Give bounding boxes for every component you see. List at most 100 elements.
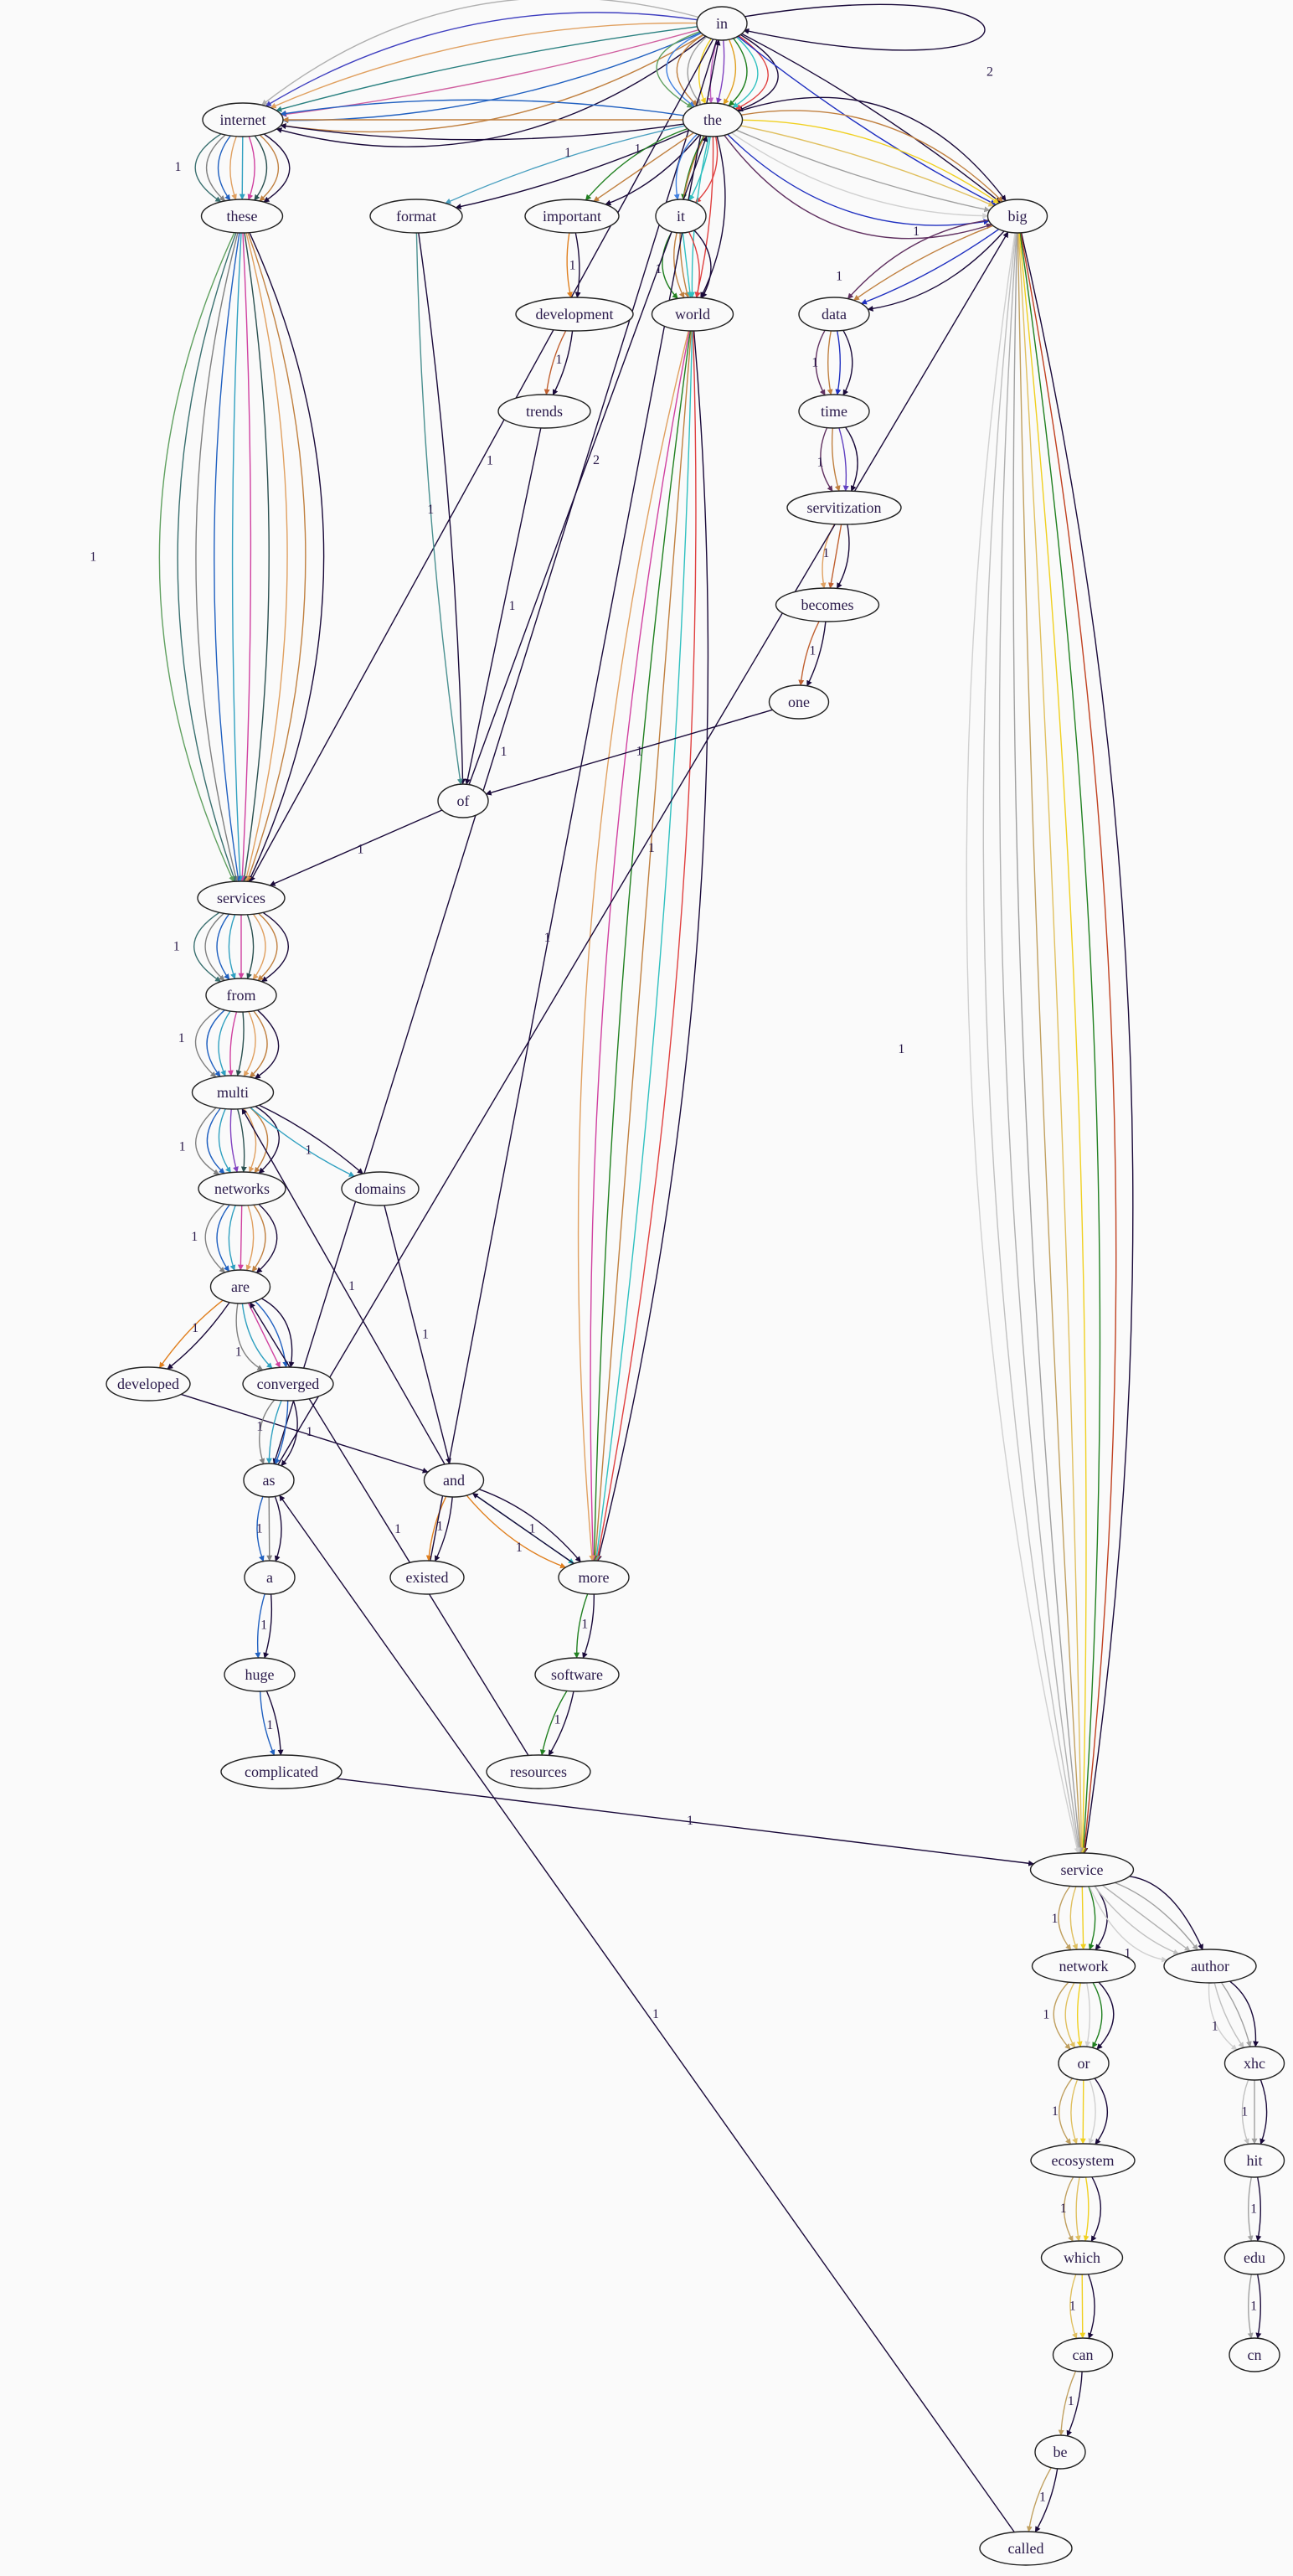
node-label: or	[1078, 2055, 1090, 2072]
node-hit[interactable]: hit	[1223, 2143, 1285, 2178]
edge-line	[1070, 2079, 1079, 2145]
edge-multi-networks	[195, 1106, 280, 1175]
node-which[interactable]: which	[1040, 2240, 1124, 2275]
node-ecosystem[interactable]: ecosystem	[1030, 2143, 1136, 2178]
edge-line	[216, 913, 230, 980]
node-be[interactable]: be	[1034, 2434, 1086, 2470]
node-development[interactable]: development	[515, 297, 634, 332]
node-huge[interactable]: huge	[224, 1657, 296, 1692]
edge-line	[1220, 1982, 1252, 2047]
node-multi[interactable]: multi	[191, 1075, 275, 1110]
node-are[interactable]: are	[209, 1269, 271, 1304]
node-these[interactable]: these	[200, 199, 284, 234]
node-label: and	[443, 1472, 465, 1489]
node-important[interactable]: important	[524, 199, 620, 234]
node-it[interactable]: it	[655, 199, 707, 234]
node-trends[interactable]: trends	[497, 394, 591, 429]
edge-in-internet	[261, 0, 706, 147]
node-internet[interactable]: internet	[202, 102, 284, 137]
node-ellipse	[786, 490, 902, 525]
node-networks[interactable]: networks	[198, 1171, 286, 1206]
node-data[interactable]: data	[798, 297, 870, 332]
edge-line	[716, 39, 725, 104]
node-label: services	[217, 890, 265, 906]
node-from[interactable]: from	[205, 978, 277, 1013]
node-complicated[interactable]: complicated	[220, 1754, 343, 1789]
edge-line	[1260, 2079, 1268, 2145]
node-services[interactable]: services	[197, 880, 286, 916]
node-ellipse	[200, 199, 284, 234]
edge-line	[662, 231, 678, 299]
node-or[interactable]: or	[1058, 2046, 1110, 2081]
node-in[interactable]: in	[696, 6, 748, 41]
edge-huge-complicated	[260, 1691, 284, 1756]
node-a[interactable]: a	[244, 1560, 296, 1595]
node-edu[interactable]: edu	[1223, 2240, 1285, 2275]
edge-line	[259, 134, 279, 202]
edge-line	[204, 1203, 226, 1273]
edge-line	[241, 1303, 273, 1369]
edge-converged-as	[259, 1399, 298, 1467]
node-can[interactable]: can	[1052, 2337, 1114, 2372]
node-label: servitization	[807, 499, 882, 516]
edge-label: 1	[422, 1328, 429, 1342]
edge-line	[434, 1496, 453, 1562]
node-one[interactable]: one	[768, 684, 830, 720]
edge-line	[577, 330, 689, 1562]
edge-world-more	[577, 330, 709, 1562]
node-label: one	[788, 694, 810, 710]
edge-hit-edu	[1247, 2176, 1262, 2242]
node-more[interactable]: more	[558, 1560, 630, 1595]
node-existed[interactable]: existed	[389, 1560, 465, 1595]
node-converged[interactable]: converged	[242, 1366, 334, 1402]
edge-these-services	[158, 232, 325, 882]
node-developed[interactable]: developed	[106, 1366, 191, 1402]
node-label: which	[1064, 2249, 1100, 2266]
node-domains[interactable]: domains	[341, 1171, 420, 1206]
node-big[interactable]: big	[986, 199, 1048, 234]
node-ellipse	[244, 1560, 296, 1595]
node-author[interactable]: author	[1163, 1949, 1257, 1984]
edge-the-internet	[280, 99, 684, 141]
edge-resources-are	[250, 1302, 529, 1756]
node-servitization[interactable]: servitization	[786, 490, 902, 525]
node-label: of	[457, 792, 470, 809]
node-time[interactable]: time	[798, 394, 870, 429]
node-of[interactable]: of	[437, 783, 489, 818]
node-xhc[interactable]: xhc	[1223, 2046, 1285, 2081]
node-label: service	[1061, 1861, 1104, 1878]
node-world[interactable]: world	[651, 297, 734, 332]
node-ellipse	[515, 297, 634, 332]
edge-label: 1	[529, 1522, 536, 1536]
node-cn[interactable]: cn	[1229, 2337, 1280, 2372]
node-as[interactable]: as	[243, 1463, 295, 1498]
node-label: network	[1059, 1958, 1109, 1975]
edge-label: 1	[687, 1814, 693, 1828]
edge-line	[1094, 1885, 1180, 1955]
node-network[interactable]: network	[1031, 1949, 1136, 1984]
node-the[interactable]: the	[682, 102, 744, 137]
node-format[interactable]: format	[369, 199, 463, 234]
edge-line	[693, 230, 712, 299]
node-label: big	[1007, 208, 1027, 225]
edge-label: 2	[593, 453, 600, 467]
node-and[interactable]: and	[423, 1463, 485, 1498]
edge-line	[247, 136, 255, 200]
node-label: becomes	[801, 596, 854, 613]
node-called[interactable]: called	[979, 2531, 1073, 2566]
node-label: trends	[526, 403, 563, 420]
node-ellipse	[1163, 1949, 1257, 1984]
node-resources[interactable]: resources	[486, 1754, 591, 1789]
node-service[interactable]: service	[1029, 1852, 1135, 1887]
edge-line	[574, 232, 581, 298]
node-becomes[interactable]: becomes	[775, 587, 880, 622]
node-ellipse	[423, 1463, 485, 1498]
edge-line	[1129, 1876, 1203, 1950]
edge-line	[276, 26, 698, 112]
edge-line	[255, 1593, 265, 1659]
nodes-layer: in internet the these format important it big de…	[106, 6, 1285, 2566]
node-software[interactable]: software	[534, 1657, 620, 1692]
edge-line	[1074, 2176, 1081, 2242]
edge-label: 1	[487, 454, 493, 468]
